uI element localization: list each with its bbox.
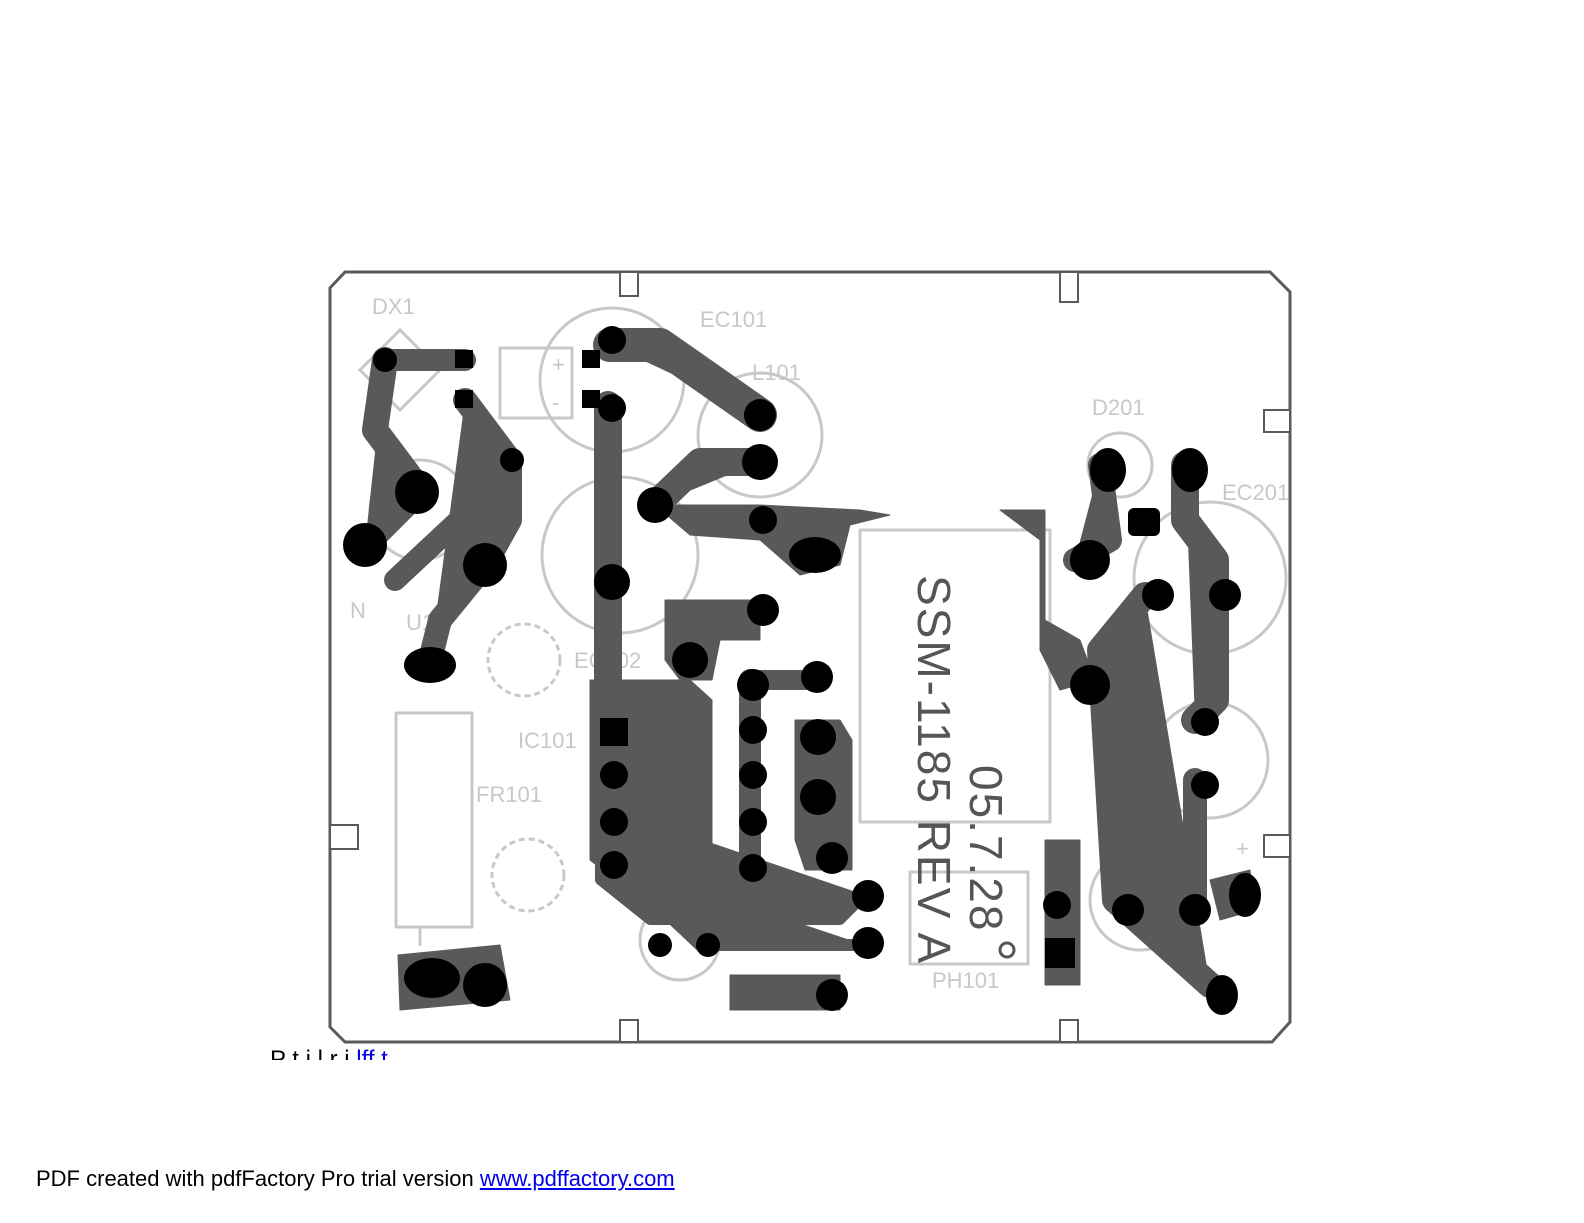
label-dx1: DX1 <box>372 294 415 319</box>
board-model-revision: SSM-1185 REV A <box>908 575 960 965</box>
footer-link[interactable]: www.pdffactory.com <box>479 1166 675 1191</box>
solder-pads <box>343 326 1261 1015</box>
clipped-footer-prefix: P t i l r i <box>270 1046 357 1060</box>
label-ec201: EC201 <box>1222 480 1289 505</box>
label-ph101: PH101 <box>932 968 999 993</box>
label-plus: + <box>552 352 565 377</box>
clipped-footer-text: P t i l r i lff t <box>270 1046 388 1060</box>
label-ic101: IC101 <box>518 728 577 753</box>
board-reference-text: SSM-1185 REV A <box>908 575 960 965</box>
pdf-footer: PDF created with pdfFactory Pro trial ve… <box>36 1166 675 1192</box>
label-n: N <box>350 598 366 623</box>
board-date: 05.7.28 <box>960 765 1012 932</box>
label-minus: - <box>552 390 559 415</box>
label-ec101: EC101 <box>700 307 767 332</box>
board-edge-tabs <box>329 271 1291 1043</box>
board-date-text: 05.7.28 <box>960 765 1012 932</box>
clipped-footer-link[interactable]: lff t <box>356 1046 388 1060</box>
label-l101: L101 <box>752 360 801 385</box>
label-d201: D201 <box>1092 395 1145 420</box>
label-plus-output: + <box>1236 836 1249 861</box>
label-fr101: FR101 <box>476 782 542 807</box>
ph101-pin1-marker <box>998 941 1016 959</box>
copper-traces <box>352 328 1256 1011</box>
footer-text: PDF created with pdfFactory Pro trial ve… <box>36 1166 480 1191</box>
